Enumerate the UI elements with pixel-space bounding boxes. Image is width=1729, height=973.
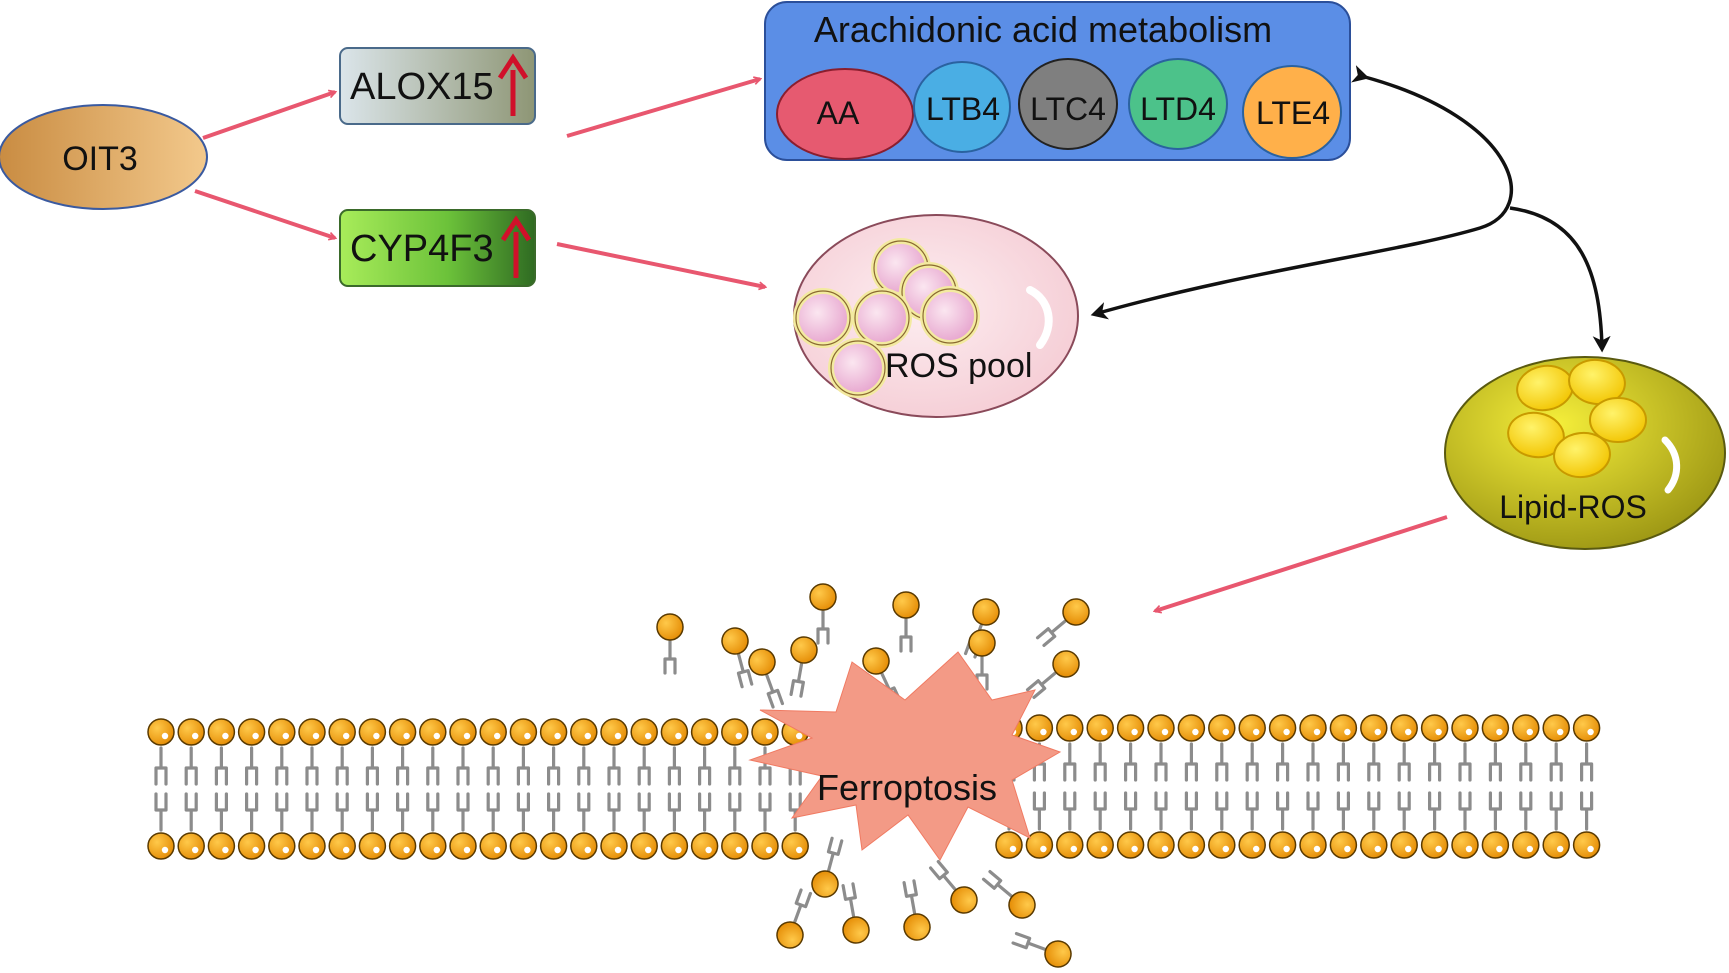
svg-text:LTB4: LTB4 [926, 91, 1000, 127]
metabolite-ltb4: LTB4 [913, 61, 1011, 153]
arrow-cyp4f3-to-ros-pool [556, 242, 765, 287]
arrow-lipid-ros-to-membrane [1155, 515, 1448, 611]
released-lipids [656, 583, 1090, 968]
svg-text:LTD4: LTD4 [1140, 91, 1216, 127]
svg-text:AA: AA [817, 95, 860, 131]
arrow-alox15-to-aa-metabolism [566, 79, 760, 138]
arrow-aa-ros-bidirectional [1090, 65, 1514, 320]
cyp4f3-label: CYP4F3 [350, 228, 494, 270]
lipid-ros-node: Lipid-ROS [1444, 356, 1726, 550]
ros-bubble-icon [793, 238, 980, 398]
up-arrow-icon [500, 215, 532, 278]
svg-text:LTC4: LTC4 [1030, 91, 1106, 127]
aa-metabolism-box: Arachidonic acid metabolism AA LTB4 LTC4… [764, 1, 1351, 161]
metabolite-lte4: LTE4 [1242, 65, 1342, 159]
alox15-label: ALOX15 [350, 66, 494, 108]
ros-pool-node: ROS pool [793, 214, 1079, 418]
arrow-oit3-to-cyp4f3 [194, 189, 335, 238]
lipid-ros-label: Lipid-ROS [1499, 489, 1647, 525]
metabolite-aa: AA [776, 68, 914, 160]
oit3-node: OIT3 [0, 104, 208, 210]
ferroptosis-burst-icon: Ferroptosis [748, 651, 1062, 861]
svg-text:LTE4: LTE4 [1256, 95, 1330, 131]
phospholipid-icon [147, 714, 1601, 860]
metabolite-ltc4: LTC4 [1018, 58, 1118, 150]
ferroptosis-label: Ferroptosis [817, 767, 997, 808]
aa-metabolism-title: Arachidonic acid metabolism [814, 9, 1272, 50]
arrow-to-lipid-ros [1509, 206, 1611, 353]
black-arrows [1090, 65, 1611, 353]
pink-arrows [194, 79, 1448, 611]
alox15-node: ALOX15 [339, 47, 536, 125]
lipid-droplet-icon [1507, 358, 1647, 479]
arrow-oit3-to-alox15 [202, 92, 335, 140]
up-arrow-icon [497, 53, 529, 116]
oit3-label: OIT3 [62, 140, 138, 178]
metabolite-ltd4: LTD4 [1128, 58, 1228, 150]
ros-pool-label: ROS pool [885, 347, 1032, 385]
cyp4f3-node: CYP4F3 [339, 209, 536, 287]
